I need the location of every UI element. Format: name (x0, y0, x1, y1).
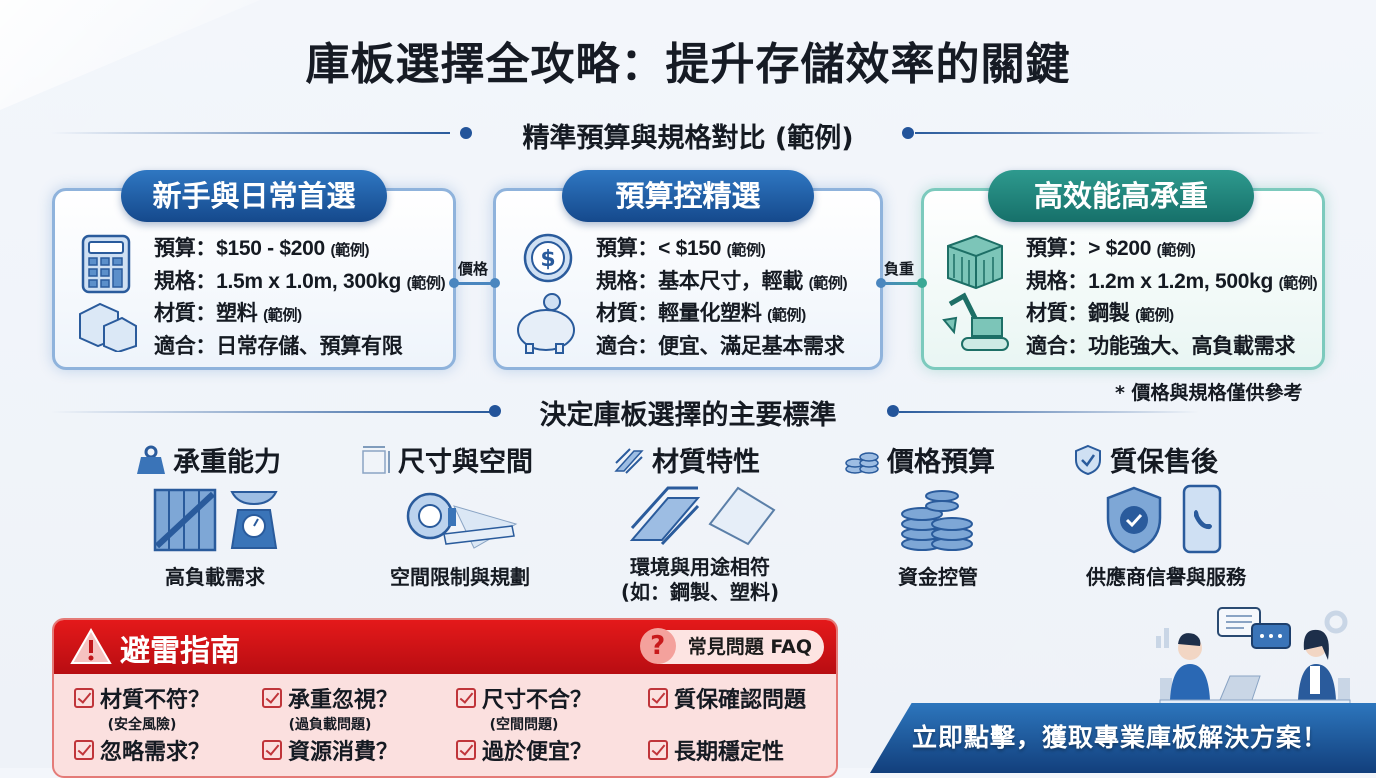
pitfall-item: 承重忽視？(過負載問題) (262, 682, 398, 734)
dimension-icon (362, 445, 390, 474)
pitfall-item: 長期穩定性 (648, 734, 784, 766)
divider (915, 132, 1325, 134)
pitfall-item: 過於便宜？ (456, 734, 592, 766)
connector-dot (490, 278, 500, 288)
criterion-material: 材質特性 (612, 440, 782, 479)
checkbox-icon (74, 688, 94, 708)
criterion-title: 質保售後 (1110, 447, 1218, 478)
divider (50, 132, 450, 134)
spec-budget: 預算：> $200 (範例) (1026, 237, 1196, 260)
criterion-title: 承重能力 (173, 447, 281, 478)
spec-suitable: 適合：功能強大、高負載需求 (1026, 334, 1296, 358)
spec-suitable: 適合：便宜、滿足基本需求 (596, 334, 845, 358)
pitfall-item: 材質不符？(安全風險) (74, 682, 210, 734)
connector-price (455, 282, 497, 285)
cta-text[interactable]: 立即點擊，獲取專業庫板解決方案！ (912, 723, 1329, 752)
spec-budget: 預算：< $150 (範例) (596, 237, 766, 260)
connector-load (882, 282, 924, 285)
crate-scale-icon (153, 488, 278, 552)
section-heading-criteria: 決定庫板選擇的主要標準 (539, 400, 837, 431)
shield-phone-icon (1106, 484, 1222, 554)
cta-banner-button[interactable] (870, 703, 1376, 773)
checkbox-icon (648, 688, 668, 708)
coin-stacks-icon (901, 490, 973, 551)
divider (899, 411, 1199, 413)
card-title: 新手與日常首選 (121, 170, 387, 222)
svg-text:$: $ (540, 247, 555, 272)
divider-dot (489, 405, 501, 417)
criterion-caption: 供應商信譽與服務 (1086, 565, 1246, 589)
criterion-caption: 資金控管 (898, 565, 978, 589)
pitfall-item: 資源消費？ (262, 734, 398, 766)
beam-sheet-icon (629, 486, 776, 546)
spec-material: 材質：輕量化塑料 (範例) (596, 302, 806, 325)
card-details: 預算：< $150 (範例) 規格：基本尺寸，輕載 (範例) 材質：輕量化塑料 … (596, 234, 848, 362)
coins-icon (845, 451, 879, 474)
connector-dot (876, 278, 886, 288)
criterion-title: 價格預算 (887, 447, 995, 478)
pitfall-guide-title: 避雷指南 (120, 634, 240, 669)
divider-dot (460, 127, 472, 139)
criterion-load-capacity: 承重能力 (135, 440, 300, 479)
criterion-title: 尺寸與空間 (398, 447, 533, 478)
criterion-size-space: 尺寸與空間 (360, 440, 560, 479)
page-title: 庫板選擇全攻略：提升存儲效率的關鍵 (305, 39, 1071, 90)
connector-label: 價格 (458, 260, 489, 278)
card-title: 高效能高承重 (988, 170, 1254, 222)
consultation-illustration (1156, 607, 1351, 707)
shield-check-icon (1075, 444, 1101, 475)
spec-suitable: 適合：日常存儲、預算有限 (154, 334, 403, 358)
container-excavator-icon (942, 234, 1009, 351)
connector-label: 負重 (884, 260, 915, 278)
checkbox-icon (456, 740, 476, 760)
checkbox-icon (74, 740, 94, 760)
divider-dot (902, 127, 914, 139)
criterion-warranty: 質保售後 (1072, 440, 1242, 479)
criterion-caption: 環境與用途相符(如：鋼製、塑料) (620, 555, 780, 604)
tape-measure-icon (406, 492, 518, 549)
criterion-caption: 空間限制與規劃 (390, 565, 530, 589)
spec-budget: 預算：$150 - $200 (範例) (154, 237, 370, 260)
warning-icon (70, 628, 112, 664)
faq-button[interactable]: ?常見問題 FAQ (639, 628, 824, 664)
section-heading-comparison: 精準預算與規格對比 (範例) (522, 123, 854, 154)
disclaimer: * 價格與規格僅供參考 (1115, 382, 1303, 404)
pitfall-item: 質保確認問題 (648, 682, 806, 714)
spec-size: 規格：基本尺寸，輕載 (範例) (596, 269, 848, 293)
pitfall-guide-panel: 避雷指南 ?常見問題 FAQ 材質不符？(安全風險) 承重忽視？(過負載問題) … (52, 618, 838, 778)
pitfall-item: 忽略需求？ (74, 734, 210, 766)
criterion-price-budget: 價格預算 (843, 440, 1013, 479)
card-title: 預算控精選 (562, 170, 814, 222)
checkbox-icon (456, 688, 476, 708)
weight-icon (137, 445, 165, 474)
card-details: 預算：> $200 (範例) 規格：1.2m x 1.2m, 500kg (範例… (1026, 234, 1318, 362)
spec-size: 規格：1.5m x 1.0m, 300kg (範例) (154, 269, 446, 293)
card-details: 預算：$150 - $200 (範例) 規格：1.5m x 1.0m, 300k… (154, 234, 446, 362)
connector-dot (917, 278, 927, 288)
spec-material: 材質：塑料 (範例) (154, 302, 302, 325)
checkbox-icon (648, 740, 668, 760)
calculator-icon (79, 234, 137, 352)
divider (50, 411, 490, 413)
steel-beam-icon (614, 447, 644, 474)
pitfall-item: 尺寸不合？(空間問題) (456, 682, 592, 734)
criterion-title: 材質特性 (652, 447, 760, 478)
piggy-bank-icon: $ (517, 233, 575, 354)
connector-dot (449, 278, 459, 288)
criterion-caption: 高負載需求 (165, 565, 265, 589)
question-icon: ? (639, 628, 676, 664)
spec-size: 規格：1.2m x 1.2m, 500kg (範例) (1026, 269, 1318, 293)
checkbox-icon (262, 688, 282, 708)
pitfall-guide-header: 避雷指南 ?常見問題 FAQ (54, 620, 836, 674)
checkbox-icon (262, 740, 282, 760)
divider-dot (887, 405, 899, 417)
spec-material: 材質：鋼製 (範例) (1026, 302, 1174, 325)
